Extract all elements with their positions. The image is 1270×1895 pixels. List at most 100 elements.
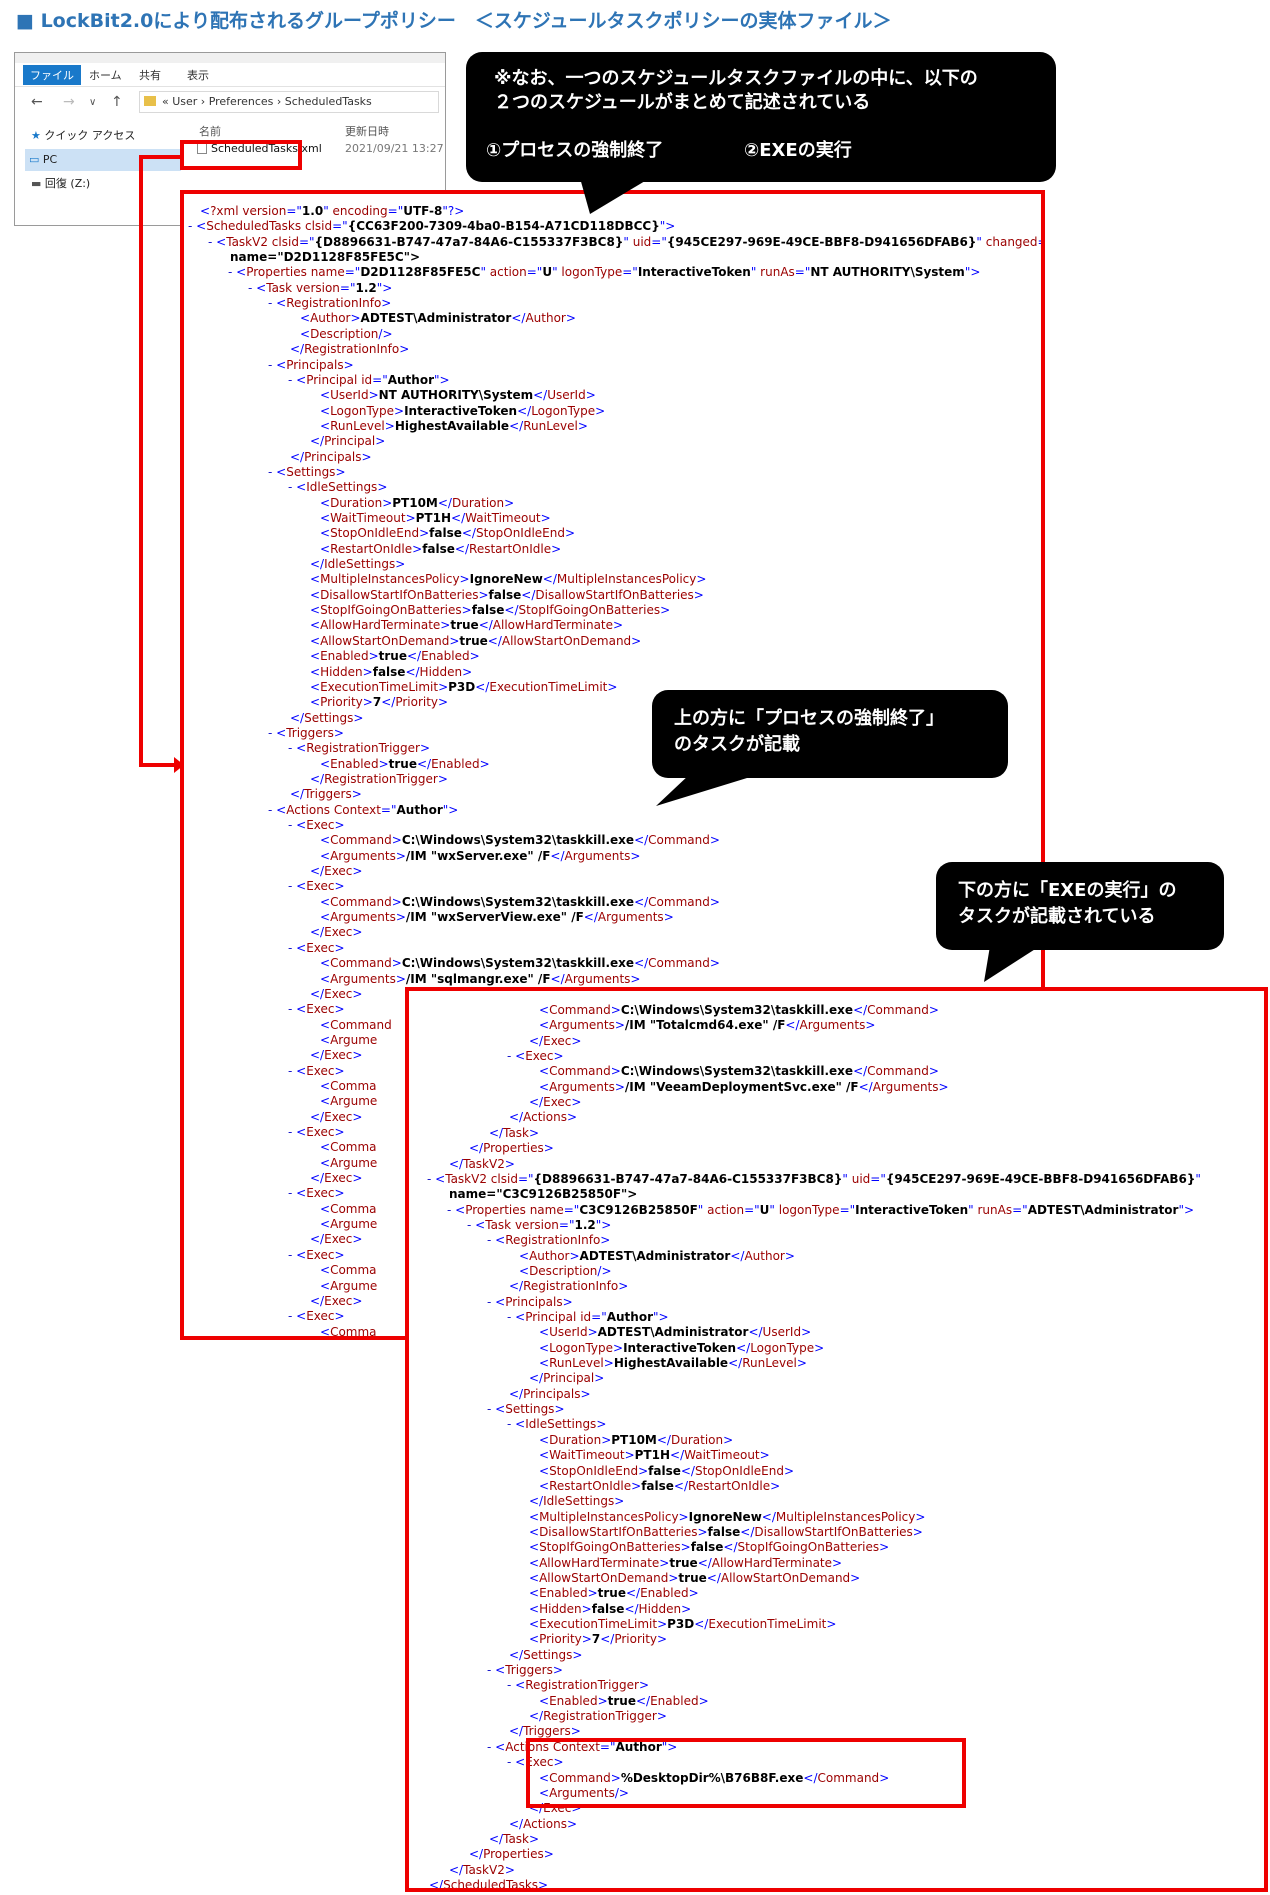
xml-line: <AllowStartOnDemand>true</AllowStartOnDe… bbox=[529, 1570, 861, 1585]
connector-line bbox=[139, 155, 182, 159]
xml-line: <Hidden>false</Hidden> bbox=[310, 664, 473, 679]
xml-line: </Exec> bbox=[310, 1232, 363, 1247]
xml-line: </Exec> bbox=[310, 1293, 363, 1308]
callout-exe-run: 下の方に「EXEの実行」の タスクが記載されている bbox=[936, 862, 1224, 950]
xml-line: <WaitTimeout>PT1H</WaitTimeout> bbox=[539, 1448, 770, 1463]
xml-line: <Duration>PT10M</Duration> bbox=[320, 495, 515, 510]
xml-line: - <TaskV2 clsid="{D8896631-B747-47a7-84A… bbox=[208, 234, 1041, 249]
xml-line: <LogonType>InteractiveToken</LogonType> bbox=[320, 403, 606, 418]
xml-line: <RunLevel>HighestAvailable</RunLevel> bbox=[320, 418, 588, 433]
tab-share[interactable]: 共有 bbox=[139, 69, 161, 82]
connector-line bbox=[139, 763, 175, 767]
xml-line: - <Task version="1.2"> bbox=[248, 280, 393, 295]
xml-line: </IdleSettings> bbox=[529, 1494, 625, 1509]
xml-line: - <RegistrationTrigger> bbox=[507, 1678, 650, 1693]
xml-line: </Settings> bbox=[290, 710, 364, 725]
xml-line: <Comma bbox=[320, 1078, 377, 1093]
xml-line: name="C3C9126B25850F"> bbox=[449, 1187, 638, 1202]
star-icon: ★ bbox=[31, 129, 41, 142]
callout-text: タスクが記載されている bbox=[958, 906, 1156, 927]
xml-line: - <Settings> bbox=[487, 1402, 565, 1417]
xml-line: <RestartOnIdle>false</RestartOnIdle> bbox=[320, 541, 562, 556]
address-path: « User › Preferences › ScheduledTasks bbox=[162, 95, 372, 108]
xml-line: <Argume bbox=[320, 1094, 378, 1109]
xml-line: <Comma bbox=[320, 1140, 377, 1155]
xml-line: </Exec> bbox=[529, 1033, 582, 1048]
xml-line: <Duration>PT10M</Duration> bbox=[539, 1432, 734, 1447]
file-name: ScheduledTasks.xml bbox=[211, 142, 322, 155]
xml-line: - <ScheduledTasks clsid="{CC63F200-7309-… bbox=[188, 219, 676, 234]
xml-line: <Argume bbox=[320, 1278, 378, 1293]
xml-line: <WaitTimeout>PT1H</WaitTimeout> bbox=[320, 511, 551, 525]
computer-icon: ▭ bbox=[29, 153, 40, 166]
xml-line: <Arguments/> bbox=[539, 1785, 629, 1800]
xml-line: - <RegistrationInfo> bbox=[268, 296, 392, 311]
drive-icon: ▬ bbox=[31, 177, 42, 190]
xml-line: - <Exec> bbox=[288, 1063, 345, 1078]
xml-line: <Command>C:\Windows\System32\taskkill.ex… bbox=[320, 833, 720, 848]
xml-line: <Command>C:\Windows\System32\taskkill.ex… bbox=[320, 894, 720, 909]
xml-line: - <Principal id="Author"> bbox=[288, 372, 450, 387]
xml-line: - <Actions Context="Author"> bbox=[487, 1739, 678, 1754]
xml-line: - <Task version="1.2"> bbox=[467, 1217, 612, 1232]
xml-line: </ScheduledTasks> bbox=[429, 1877, 549, 1892]
xml-line: </RegistrationTrigger> bbox=[529, 1709, 667, 1724]
xml-line: - <TaskV2 clsid="{D8896631-B747-47a7-84A… bbox=[427, 1171, 1201, 1186]
nav-pc[interactable]: ▭ PC bbox=[25, 149, 181, 171]
callout-text: のタスクが記載 bbox=[674, 734, 800, 755]
exe-command-highlight-box bbox=[526, 1738, 966, 1808]
arrow-head-icon bbox=[174, 757, 184, 773]
callout-text: ※なお、一つのスケジュールタスクファイルの中に、以下の bbox=[494, 68, 978, 89]
folder-icon bbox=[144, 96, 156, 106]
back-arrow-icon[interactable]: ← bbox=[31, 94, 43, 110]
xml-line: <MultipleInstancesPolicy>IgnoreNew</Mult… bbox=[529, 1509, 926, 1524]
xml-line: <StopIfGoingOnBatteries>false</StopIfGoi… bbox=[529, 1540, 890, 1555]
xml-line: <?xml version="1.0" encoding="UTF-8"?> bbox=[200, 204, 465, 218]
xml-line: - <Exec> bbox=[507, 1049, 564, 1064]
xml-line: </RegistrationInfo> bbox=[290, 342, 410, 357]
xml-line: <Comma bbox=[320, 1324, 377, 1339]
column-header-name[interactable]: 名前 bbox=[199, 125, 221, 138]
nav-label: 回復 (Z:) bbox=[44, 177, 91, 190]
xml-line: - <Triggers> bbox=[487, 1663, 563, 1678]
xml-line: <ExecutionTimeLimit>P3D</ExecutionTimeLi… bbox=[310, 679, 618, 694]
xml-line: <Arguments>/IM "wxServer.exe" /F</Argume… bbox=[320, 848, 641, 863]
column-header-date[interactable]: 更新日時 bbox=[345, 125, 389, 138]
connector-line bbox=[139, 155, 143, 767]
callout-text: ②EXEの実行 bbox=[744, 140, 852, 161]
xml-line: </Principal> bbox=[310, 434, 386, 449]
nav-quick-access[interactable]: ★ クイック アクセス bbox=[27, 125, 135, 147]
xml-line: <AllowHardTerminate>true</AllowHardTermi… bbox=[529, 1555, 843, 1570]
xml-line: <Priority>7</Priority> bbox=[310, 695, 449, 710]
xml-line: - <Exec> bbox=[288, 1247, 345, 1262]
xml-line: <Argume bbox=[320, 1155, 378, 1170]
chevron-down-icon[interactable]: ∨ bbox=[89, 97, 97, 108]
xml-line: <Arguments>/IM "sqlmangr.exe" /F</Argume… bbox=[320, 971, 641, 986]
xml-line: <ExecutionTimeLimit>P3D</ExecutionTimeLi… bbox=[529, 1617, 837, 1631]
address-bar[interactable]: « User › Preferences › ScheduledTasks bbox=[139, 91, 439, 113]
xml-line: <LogonType>InteractiveToken</LogonType> bbox=[539, 1340, 825, 1355]
xml-line: <AllowHardTerminate>true</AllowHardTermi… bbox=[310, 618, 624, 633]
xml-line: - <Exec> bbox=[288, 1309, 345, 1324]
forward-arrow-icon[interactable]: → bbox=[63, 94, 75, 110]
xml-line: <DisallowStartIfOnBatteries>false</Disal… bbox=[529, 1524, 923, 1539]
xml-line: </RegistrationInfo> bbox=[509, 1279, 629, 1294]
xml-line: - <Properties name="C3C9126B25850F" acti… bbox=[447, 1202, 1195, 1217]
xml-line: <Comma bbox=[320, 1201, 377, 1216]
xml-line: - <Principals> bbox=[268, 357, 354, 372]
xml-line: - <Exec> bbox=[507, 1755, 564, 1770]
title-bar bbox=[15, 53, 445, 63]
xml-line: <UserId>NT AUTHORITY\System</UserId> bbox=[320, 388, 596, 403]
xml-line: <Command>C:\Windows\System32\taskkill.ex… bbox=[539, 1064, 939, 1079]
xml-line: </Actions> bbox=[509, 1110, 578, 1125]
nav-drive-z[interactable]: ▬ 回復 (Z:) bbox=[27, 173, 90, 195]
xml-line: </Task> bbox=[489, 1125, 540, 1140]
xml-line: <Argume bbox=[320, 1032, 378, 1047]
xml-line: <Author>ADTEST\Administrator</Author> bbox=[519, 1248, 795, 1263]
tab-view[interactable]: 表示 bbox=[187, 69, 209, 82]
xml-line: </Exec> bbox=[310, 986, 363, 1001]
tab-home[interactable]: ホーム bbox=[89, 69, 122, 82]
tab-file[interactable]: ファイル bbox=[23, 65, 81, 85]
xml-line: - <Exec> bbox=[288, 1186, 345, 1201]
up-arrow-icon[interactable]: ↑ bbox=[111, 94, 123, 110]
